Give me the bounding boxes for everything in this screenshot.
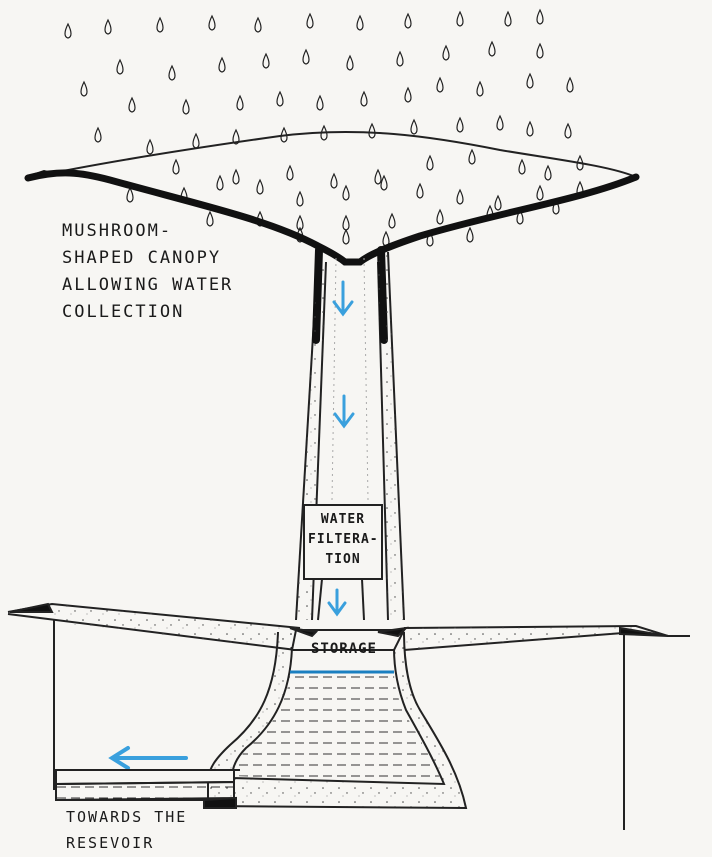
raindrop-icon	[146, 138, 154, 155]
raindrop-icon	[346, 54, 354, 71]
raindrop-icon	[404, 12, 412, 29]
raindrop-icon	[518, 158, 526, 175]
reservoir-label-line-2: RESEVOIR	[66, 834, 155, 852]
left-arrow-icon	[108, 746, 188, 770]
canopy-label-line-3: ALLOWING WATER	[62, 275, 234, 295]
filtration-label-line-1: WATER	[320, 512, 366, 527]
raindrop-icon	[128, 96, 136, 113]
raindrop-icon	[488, 40, 496, 57]
raindrop-icon	[552, 198, 560, 215]
raindrop-icon	[466, 226, 474, 243]
raindrop-icon	[206, 210, 214, 227]
canopy-label-line-1: MUSHROOM-	[62, 221, 173, 241]
raindrop-icon	[360, 90, 368, 107]
raindrop-icon	[476, 80, 484, 97]
reservoir-label-line-1: TOWARDS THE	[66, 808, 188, 826]
raindrop-icon	[456, 116, 464, 133]
raindrop-icon	[168, 64, 176, 81]
raindrop-icon	[356, 14, 364, 31]
raindrop-icon	[208, 14, 216, 31]
raindrop-icon	[280, 126, 288, 143]
filtration-label-line-3: TION	[325, 552, 361, 567]
raindrop-icon	[342, 214, 350, 231]
mushroom-canopy	[24, 130, 640, 266]
raindrop-icon	[496, 114, 504, 131]
raindrop-icon	[526, 120, 534, 137]
raindrop-icon	[330, 172, 338, 189]
raindrop-icon	[526, 72, 534, 89]
raindrop-icon	[218, 56, 226, 73]
raindrop-icon	[442, 44, 450, 61]
storage-label: STORAGE	[310, 641, 377, 657]
filtration-label: WATER FILTERA- TION	[308, 510, 378, 570]
raindrop-icon	[80, 80, 88, 97]
down-arrow-icon	[332, 280, 354, 317]
raindrop-icon	[544, 164, 552, 181]
raindrop-icon	[456, 188, 464, 205]
raindrop-icon	[494, 194, 502, 211]
raindrop-icon	[254, 16, 262, 33]
raindrop-icon	[172, 158, 180, 175]
raindrop-icon	[456, 10, 464, 27]
canopy-label-line-4: COLLECTION	[62, 302, 185, 322]
storage-tank	[207, 626, 468, 810]
raindrop-icon	[232, 128, 240, 145]
raindrop-icon	[504, 10, 512, 27]
raindrop-icon	[286, 164, 294, 181]
raindrop-icon	[404, 86, 412, 103]
raindrop-icon	[302, 48, 310, 65]
reservoir-label: TOWARDS THE RESEVOIR	[66, 804, 187, 856]
filtration-label-line-2: FILTERA-	[308, 532, 379, 547]
outflow-pipe	[55, 769, 240, 809]
raindrop-icon	[436, 76, 444, 93]
raindrop-icon	[410, 118, 418, 135]
raindrop-icon	[468, 148, 476, 165]
raindrop-icon	[276, 90, 284, 107]
ground-surface	[7, 602, 690, 830]
raindrop-icon	[368, 122, 376, 139]
raindrop-icon	[380, 174, 388, 191]
raindrop-icon	[426, 154, 434, 171]
raindrop-icon	[426, 230, 434, 247]
raindrop-icon	[296, 214, 304, 231]
raindrop-icon	[126, 186, 134, 203]
raindrop-icon	[236, 94, 244, 111]
raindrop-icon	[232, 168, 240, 185]
raindrop-icon	[182, 98, 190, 115]
down-arrow-icon	[327, 588, 347, 617]
raindrop-icon	[374, 168, 382, 185]
raindrop-icon	[316, 94, 324, 111]
raindrop-icon	[116, 58, 124, 75]
raindrop-icon	[156, 16, 164, 33]
flow-arrows	[108, 280, 355, 770]
raindrop-icon	[104, 18, 112, 35]
raindrop-icon	[536, 8, 544, 25]
raindrop-icon	[436, 208, 444, 225]
raindrop-icon	[296, 190, 304, 207]
raindrop-icon	[256, 178, 264, 195]
raindrop-icon	[192, 132, 200, 149]
raindrop-icon	[306, 12, 314, 29]
raindrop-icon	[536, 42, 544, 59]
canopy-label: MUSHROOM- SHAPED CANOPY ALLOWING WATER C…	[62, 218, 233, 326]
raindrop-icon	[416, 182, 424, 199]
raindrop-icon	[566, 76, 574, 93]
raindrop-icon	[536, 184, 544, 201]
raindrop-icon	[262, 52, 270, 69]
raindrop-icon	[342, 228, 350, 245]
raindrop-icon	[564, 122, 572, 139]
raindrop-icon	[396, 50, 404, 67]
canopy-label-line-2: SHAPED CANOPY	[62, 248, 222, 268]
raindrop-icon	[516, 208, 524, 225]
down-arrow-icon	[333, 394, 355, 429]
raindrop-icon	[342, 184, 350, 201]
filtration-box	[303, 504, 383, 621]
raindrop-icon	[388, 212, 396, 229]
raindrop-icon	[94, 126, 102, 143]
raindrop-icon	[216, 174, 224, 191]
raindrop-icon	[64, 22, 72, 39]
